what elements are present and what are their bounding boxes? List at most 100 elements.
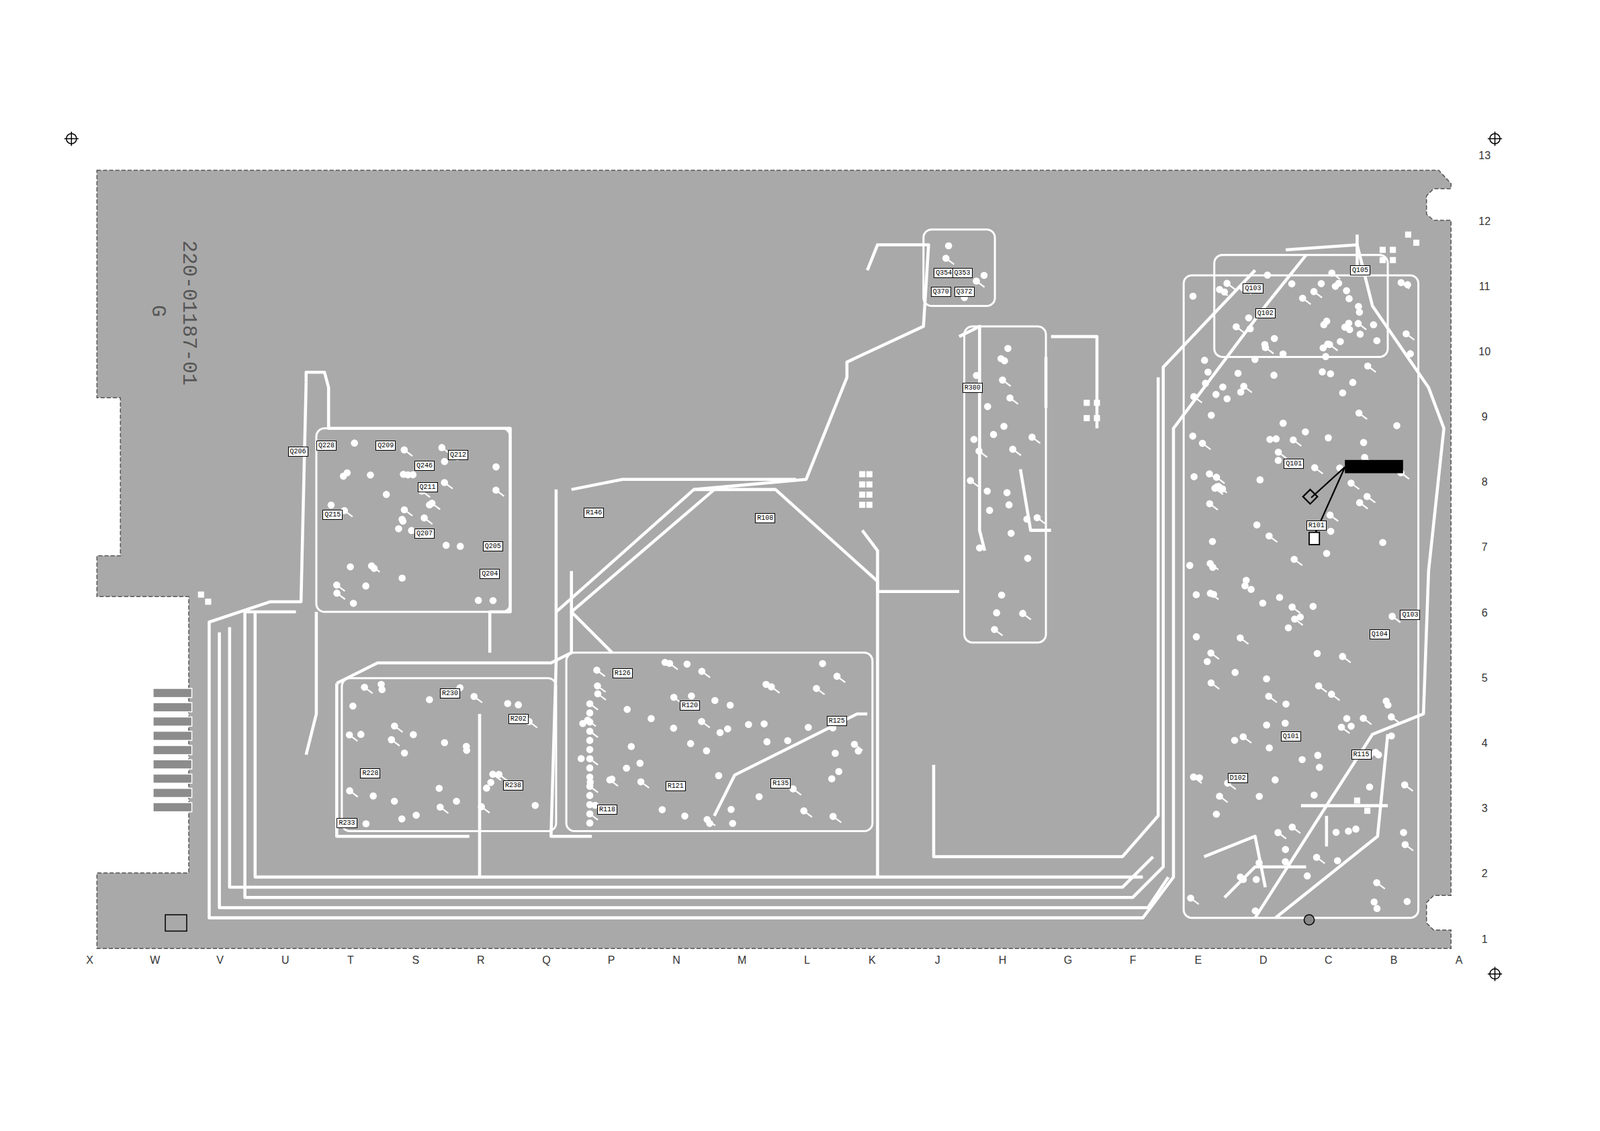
solder-pad xyxy=(1298,756,1306,764)
solder-pad xyxy=(1005,501,1013,509)
solder-pad xyxy=(1282,700,1290,708)
solder-pad xyxy=(394,525,403,533)
part-name: Q105 xyxy=(1352,266,1369,275)
solder-pad xyxy=(1393,422,1401,430)
solder-pad xyxy=(1310,791,1318,800)
pad-stub xyxy=(349,734,358,741)
solder-pad xyxy=(1345,294,1353,303)
solder-pad xyxy=(1253,521,1261,529)
component-label: R120 xyxy=(679,700,700,711)
solder-pad xyxy=(514,701,522,709)
solder-pad xyxy=(783,736,792,745)
pad-stub xyxy=(336,585,345,592)
copper-trace xyxy=(219,632,1169,908)
solder-pad xyxy=(382,491,391,499)
solder-pad xyxy=(1324,434,1332,442)
solder-pad xyxy=(1188,432,1197,440)
solder-pad xyxy=(715,772,723,780)
part-name: R118 xyxy=(599,806,616,814)
fiducial-pad xyxy=(1303,914,1314,925)
connector-finger xyxy=(153,745,193,755)
solder-pad xyxy=(369,792,377,800)
pad-stub xyxy=(1331,273,1341,280)
solder-pad xyxy=(1003,489,1011,497)
cluster-outline xyxy=(1183,275,1418,919)
part-name: Q215 xyxy=(324,511,341,519)
square-pad xyxy=(866,481,873,488)
component-label: Q102 xyxy=(1255,308,1276,319)
part-name: R238 xyxy=(505,781,522,790)
pad-stub xyxy=(495,490,504,497)
solder-pad xyxy=(486,779,495,787)
grid-reference: M xyxy=(737,954,747,967)
solder-pad xyxy=(1379,538,1387,547)
grid-reference: R xyxy=(476,954,485,967)
connector-finger xyxy=(153,802,193,813)
pad-stub xyxy=(597,693,606,700)
pad-stub xyxy=(1294,559,1303,566)
pad-stub xyxy=(1293,439,1302,447)
solder-pad xyxy=(992,609,1001,617)
solder-pad xyxy=(404,471,412,479)
copper-trace xyxy=(1275,734,1388,918)
solder-pad xyxy=(763,738,772,746)
square-pad xyxy=(1405,231,1412,238)
solder-pad xyxy=(1000,422,1008,430)
square-pad xyxy=(866,491,873,498)
solder-pad xyxy=(1327,527,1335,536)
solder-pad xyxy=(462,746,471,755)
solder-pad xyxy=(1259,599,1267,608)
pad-stub xyxy=(701,671,710,678)
copper-trace xyxy=(571,570,613,653)
solder-pad xyxy=(398,515,406,524)
pad-stub xyxy=(1329,515,1339,522)
pad-stub xyxy=(1292,826,1301,833)
pad-stub xyxy=(1341,727,1350,734)
grid-reference: 2 xyxy=(1481,867,1488,880)
pad-stub xyxy=(976,280,985,287)
pad-stub xyxy=(609,779,618,786)
solder-pad xyxy=(1261,341,1269,349)
part-name: Q102 xyxy=(1257,309,1274,318)
pad-stub xyxy=(349,790,359,797)
solder-pad xyxy=(586,764,594,772)
pad-stub xyxy=(1227,283,1236,290)
solder-pad xyxy=(1252,875,1261,884)
solder-pad xyxy=(1399,828,1408,837)
solder-pad xyxy=(1288,280,1296,288)
part-name: Q353 xyxy=(954,269,971,277)
solder-pad xyxy=(1223,394,1232,403)
copper-trace xyxy=(571,489,715,612)
component-label: Q207 xyxy=(414,528,435,539)
connector-finger xyxy=(153,702,193,713)
solder-pad xyxy=(489,597,498,605)
part-name: R233 xyxy=(338,819,355,827)
solder-pad xyxy=(831,749,839,758)
solder-pad xyxy=(1004,345,1012,353)
solder-pad xyxy=(1245,314,1253,322)
part-name: R135 xyxy=(772,779,789,788)
part-name: R126 xyxy=(614,669,631,678)
pad-stub xyxy=(1376,882,1386,889)
registration-cross xyxy=(1487,131,1502,146)
pad-stub xyxy=(439,807,449,814)
grid-reference: B xyxy=(1390,954,1398,967)
grid-reference: Q xyxy=(542,954,551,967)
component-label: Q101 xyxy=(1283,458,1304,469)
grid-reference: G xyxy=(1063,954,1073,967)
solder-pad xyxy=(1256,476,1265,484)
pad-stub xyxy=(1358,323,1367,330)
part-name: Q370 xyxy=(932,288,950,296)
solder-pad xyxy=(636,759,645,768)
component-label: Q246 xyxy=(414,460,435,471)
solder-pad xyxy=(1209,538,1217,546)
solder-pad xyxy=(1023,515,1032,524)
square-pad xyxy=(1379,246,1386,253)
pad-stub xyxy=(1367,366,1376,373)
solder-pad xyxy=(1303,872,1312,880)
pad-stub xyxy=(793,789,802,796)
pad-stub xyxy=(1211,683,1220,690)
part-name: Q206 xyxy=(290,448,307,456)
board-outline xyxy=(96,170,1451,950)
part-name: Q101 xyxy=(1282,732,1300,741)
